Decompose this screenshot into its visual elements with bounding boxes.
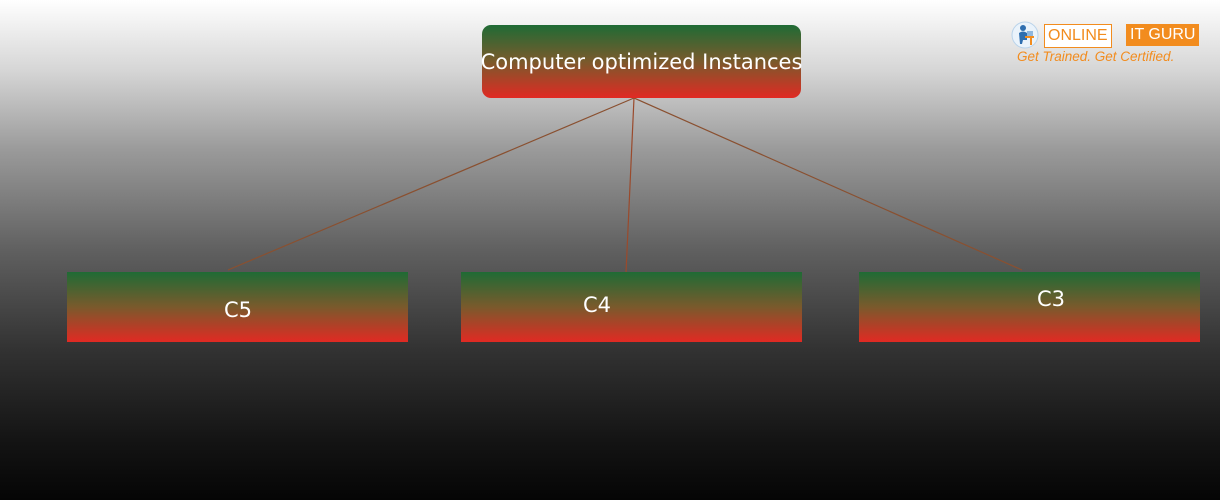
- person-at-desk-icon: [1011, 21, 1039, 49]
- logo-word-online: ONLINE: [1044, 24, 1112, 48]
- root-node: Computer optimized Instances: [480, 25, 803, 98]
- connector-c4: [625, 97, 635, 274]
- child-node-label: C5: [224, 298, 253, 322]
- child-node-c4: C4: [461, 272, 802, 342]
- child-node-label: C4: [583, 293, 612, 317]
- brand-logo: ONLINE IT GURU Get Trained. Get Certifie…: [1010, 20, 1210, 68]
- connector-c3: [633, 97, 1023, 271]
- child-node-c3: C3: [859, 272, 1200, 342]
- child-node-c5: C5: [67, 272, 408, 342]
- child-node-label: C3: [1037, 287, 1066, 311]
- logo-tagline: Get Trained. Get Certified.: [1017, 49, 1175, 64]
- root-node-label: Computer optimized Instances: [480, 49, 803, 74]
- connector-c5: [227, 97, 635, 271]
- logo-word-itguru: IT GURU: [1126, 24, 1200, 46]
